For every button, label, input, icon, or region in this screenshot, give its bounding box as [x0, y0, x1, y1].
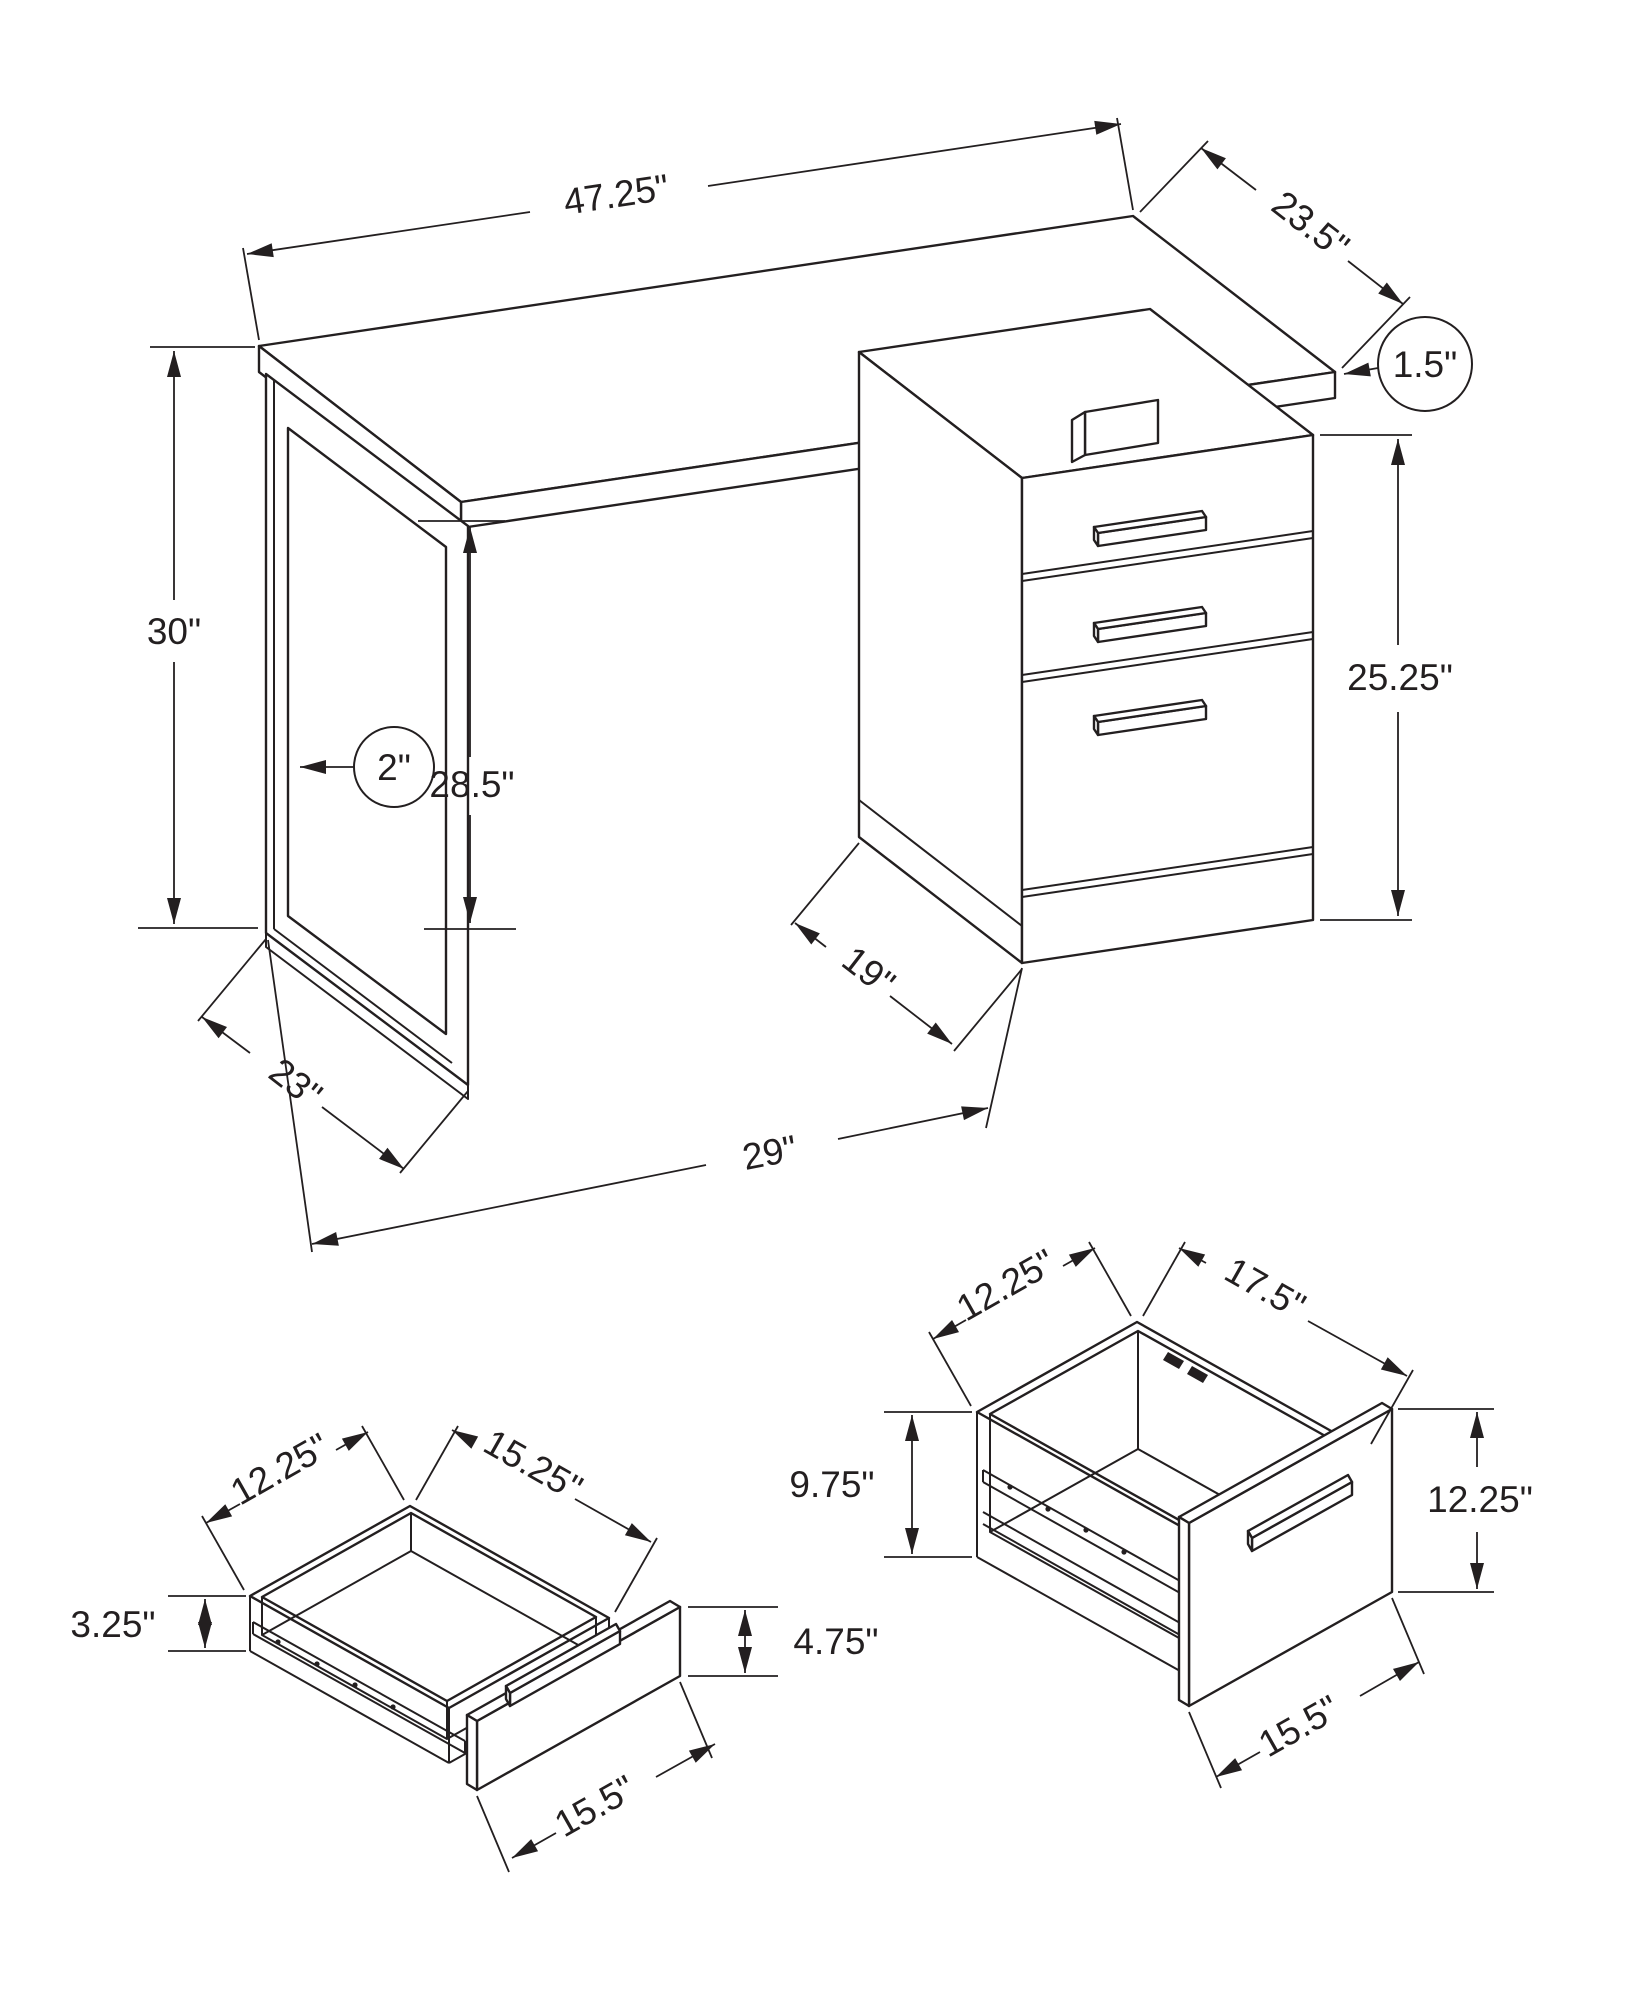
dim-file-drawer-side-height: 9.75" [789, 1411, 972, 1558]
cabinet-front-face [1020, 433, 1315, 965]
svg-text:12.25": 12.25" [1427, 1479, 1533, 1520]
desk-figure: 47.25" 23.5" 1.5" 30" 2" [138, 117, 1473, 1253]
svg-text:25.25": 25.25" [1347, 657, 1453, 698]
drawer-handle [1092, 698, 1208, 737]
svg-text:2": 2" [377, 747, 411, 788]
drawer-divider [1021, 638, 1314, 683]
drawer-slide-rail [982, 1469, 1197, 1645]
desk-leg-window [286, 426, 448, 1036]
drawer-handle [1092, 605, 1208, 644]
drawer-handle [1246, 1473, 1354, 1553]
dim-small-drawer-side-height: 3.25" [70, 1595, 246, 1652]
drawer-divider [1021, 537, 1314, 582]
svg-text:29": 29" [739, 1127, 800, 1178]
svg-text:4.75": 4.75" [793, 1621, 878, 1662]
rail-clip [1163, 1352, 1184, 1369]
cabinet-side-base-line [858, 799, 1023, 927]
svg-text:17.5": 17.5" [1218, 1249, 1312, 1327]
file-drawer-figure: 12.25" 17.5" 9.75" 12.25" [789, 1241, 1533, 1789]
dim-small-drawer-front-height: 4.75" [688, 1606, 879, 1677]
svg-text:15.5": 15.5" [1252, 1687, 1346, 1765]
cabinet-base-line [1021, 853, 1314, 898]
rail-clip [1187, 1366, 1208, 1383]
dim-cabinet-height: 25.25" [1320, 434, 1453, 921]
drawer-slide-rail [252, 1621, 466, 1754]
drawer-handle [1092, 509, 1208, 548]
file-drawer-front-side-edge [1177, 1515, 1191, 1708]
leg-runner-line [273, 928, 453, 1064]
svg-text:12.25": 12.25" [950, 1241, 1062, 1329]
drawer-divider [1021, 631, 1314, 676]
drawer-divider [1021, 530, 1314, 575]
svg-text:15.25": 15.25" [477, 1421, 589, 1509]
dim-desk-top-thickness: 1.5" [1343, 316, 1473, 412]
svg-text:23": 23" [262, 1050, 330, 1116]
svg-text:30": 30" [147, 611, 201, 652]
dim-leg-thickness: 2" [300, 726, 435, 808]
svg-text:19": 19" [835, 938, 903, 1004]
svg-text:12.25": 12.25" [224, 1425, 336, 1513]
svg-text:47.25": 47.25" [561, 167, 672, 223]
svg-text:3.25": 3.25" [70, 1604, 155, 1645]
dim-knee-span: 29" [267, 939, 1023, 1253]
small-drawer-front-side-edge [465, 1713, 479, 1792]
svg-text:28.5": 28.5" [429, 764, 514, 805]
top-connector-block-side [1070, 410, 1087, 464]
cabinet-base-line [1021, 846, 1314, 891]
small-drawer-figure: 12.25" 15.25" 3.25" 4.75" [70, 1421, 879, 1873]
dim-clearance-height: 28.5" [418, 520, 516, 930]
drawer-handle [504, 1622, 622, 1708]
svg-text:15.5": 15.5" [548, 1767, 642, 1845]
svg-text:9.75": 9.75" [789, 1464, 874, 1505]
dim-file-drawer-front-height: 12.25" [1398, 1408, 1533, 1593]
svg-text:1.5": 1.5" [1393, 344, 1458, 385]
dim-desk-height: 30" [138, 346, 258, 929]
svg-text:23.5": 23.5" [1264, 183, 1356, 268]
